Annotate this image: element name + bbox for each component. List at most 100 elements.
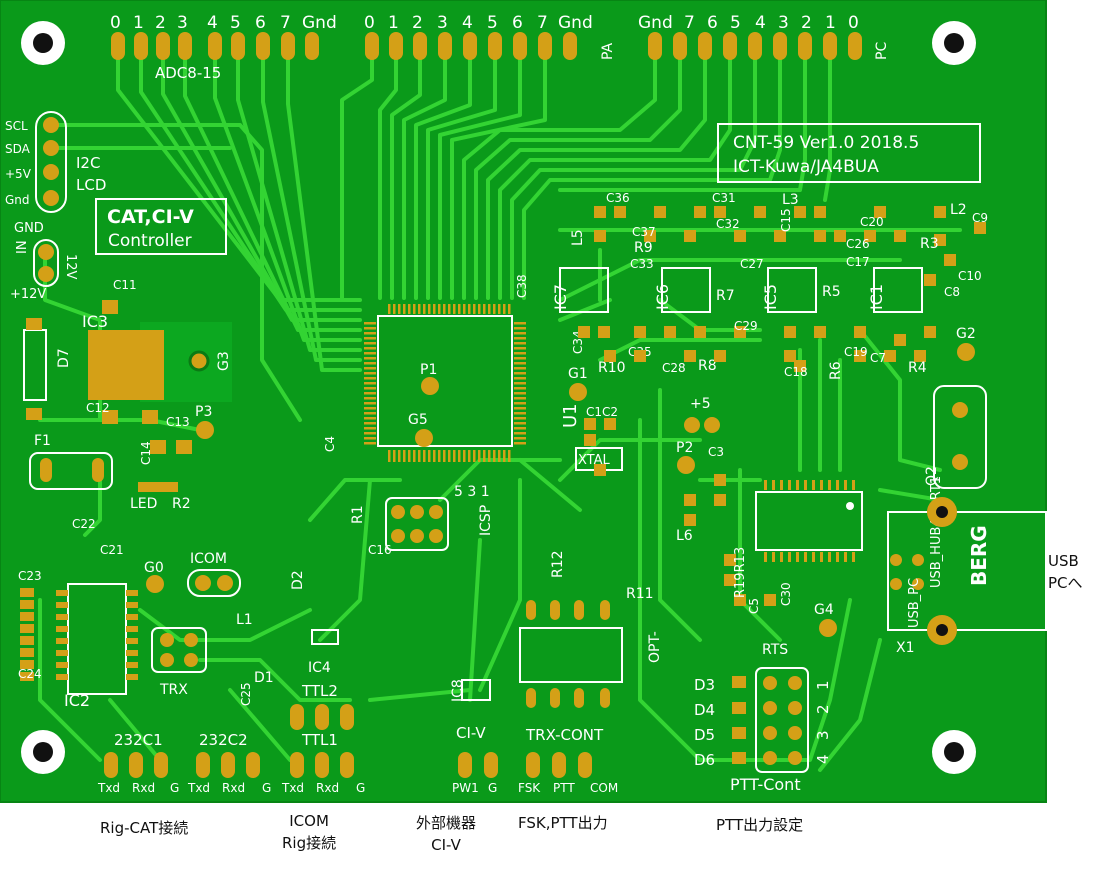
hub-chip-pin [788,552,791,562]
mcu-pin [514,342,526,345]
smd-pad [894,334,906,346]
hub-chip-pin [852,480,855,490]
power-input: GND IN 12V +12V [10,221,78,302]
svg-text:Rxd: Rxd [132,781,155,795]
smd-pad [584,418,596,430]
hub-chip-pin [844,552,847,562]
svg-text:5: 5 [487,13,498,33]
hub-chip-pin [820,480,823,490]
smd-pad [714,474,726,486]
svg-text:IC4: IC4 [308,660,331,676]
mcu-pin [514,432,526,435]
svg-text:PC: PC [874,42,890,60]
svg-text:C31: C31 [712,191,736,205]
hub-chip-pin [852,552,855,562]
smd-pad [934,234,946,246]
svg-text:P3: P3 [195,404,212,420]
mcu-pin [364,352,376,355]
svg-text:COM: COM [590,781,618,795]
smd-pad [20,636,34,645]
svg-text:F1: F1 [34,433,51,449]
svg-text:C21: C21 [100,543,124,557]
header-pad [698,32,712,60]
mcu-pin [488,304,491,314]
svg-text:C7: C7 [870,351,886,365]
smd-pad [724,574,736,586]
smd-pad [20,588,34,597]
mcu-pin [364,382,376,385]
svg-text:C26: C26 [846,237,870,251]
svg-text:C27: C27 [740,257,764,271]
svg-text:C16: C16 [368,543,392,557]
mcu-pin [514,427,526,430]
mcu-pin [453,304,456,314]
mcu-pin [393,304,396,314]
svg-text:3: 3 [814,730,832,740]
mcu-pin [514,412,526,415]
smd-pad [924,274,936,286]
mcu-pin [364,372,376,375]
svg-text:1: 1 [133,13,144,33]
svg-text:Rxd: Rxd [222,781,245,795]
svg-text:CNT-59 Ver1.0 2018.5: CNT-59 Ver1.0 2018.5 [733,133,919,153]
header-pad [156,32,170,60]
mcu-pin [423,304,426,314]
mcu-pin [364,387,376,390]
mcu-pin [514,327,526,330]
caption-rig-cat: Rig-CAT接続 [100,819,189,837]
ic8-area: IC8 [450,679,491,702]
svg-text:C1C2: C1C2 [586,405,618,419]
header-pad [463,32,477,60]
ic2-max232: IC2 C22 C21 C23 C24 G0 [18,517,164,710]
svg-text:R1: R1 [350,505,366,524]
svg-text:C24: C24 [18,667,42,681]
board-title-block: CNT-59 Ver1.0 2018.5 ICT-Kuwa/JA4BUA [717,123,981,183]
smd-pad [734,326,746,338]
svg-text:C23: C23 [18,569,42,583]
hub-chip-pin [844,480,847,490]
ic2-pin [56,662,68,668]
mcu-pin [508,304,511,314]
svg-text:D6: D6 [694,751,715,769]
mcu-pin [408,450,411,462]
svg-text:PTT: PTT [553,781,575,795]
svg-text:R4: R4 [908,360,927,376]
svg-text:2: 2 [814,704,832,714]
svg-text:IC8: IC8 [450,679,466,702]
svg-text:C22: C22 [72,517,96,531]
svg-text:CAT,CI-V: CAT,CI-V [107,206,194,228]
svg-text:SCL: SCL [5,119,28,133]
svg-text:L2: L2 [950,202,967,218]
mcu-pin [443,304,446,314]
hub-chip-pin [836,552,839,562]
hub-chip-pin [764,552,767,562]
caption-icom-rig: ICOM Rig接続 [282,810,336,854]
smd-pad [814,230,826,242]
hub-chip-pin [812,480,815,490]
mounting-holes [21,21,976,774]
caption-icom-line1: ICOM [289,812,329,830]
caption-ptt-setting: PTT出力設定 [716,816,804,834]
header-pad [513,32,527,60]
svg-text:R11: R11 [626,586,654,602]
svg-text:3: 3 [437,13,448,33]
smd-pad [754,206,766,218]
mcu-pin [364,337,376,340]
mcu-pin [483,450,486,462]
smd-pad [854,350,866,362]
mcu-pin [478,304,481,314]
svg-text:L6: L6 [676,528,693,544]
mcu-pin [514,402,526,405]
svg-text:Rxd: Rxd [316,781,339,795]
svg-text:C3: C3 [708,445,724,459]
mcu-pin [514,322,526,325]
svg-text:C14: C14 [139,441,153,465]
mcu-pin [478,450,481,462]
ic2-pin [56,638,68,644]
svg-text:Gnd: Gnd [302,13,337,33]
smd-pad [814,206,826,218]
svg-text:C30: C30 [779,582,793,606]
svg-text:C12: C12 [86,401,110,415]
svg-text:2: 2 [801,13,812,33]
